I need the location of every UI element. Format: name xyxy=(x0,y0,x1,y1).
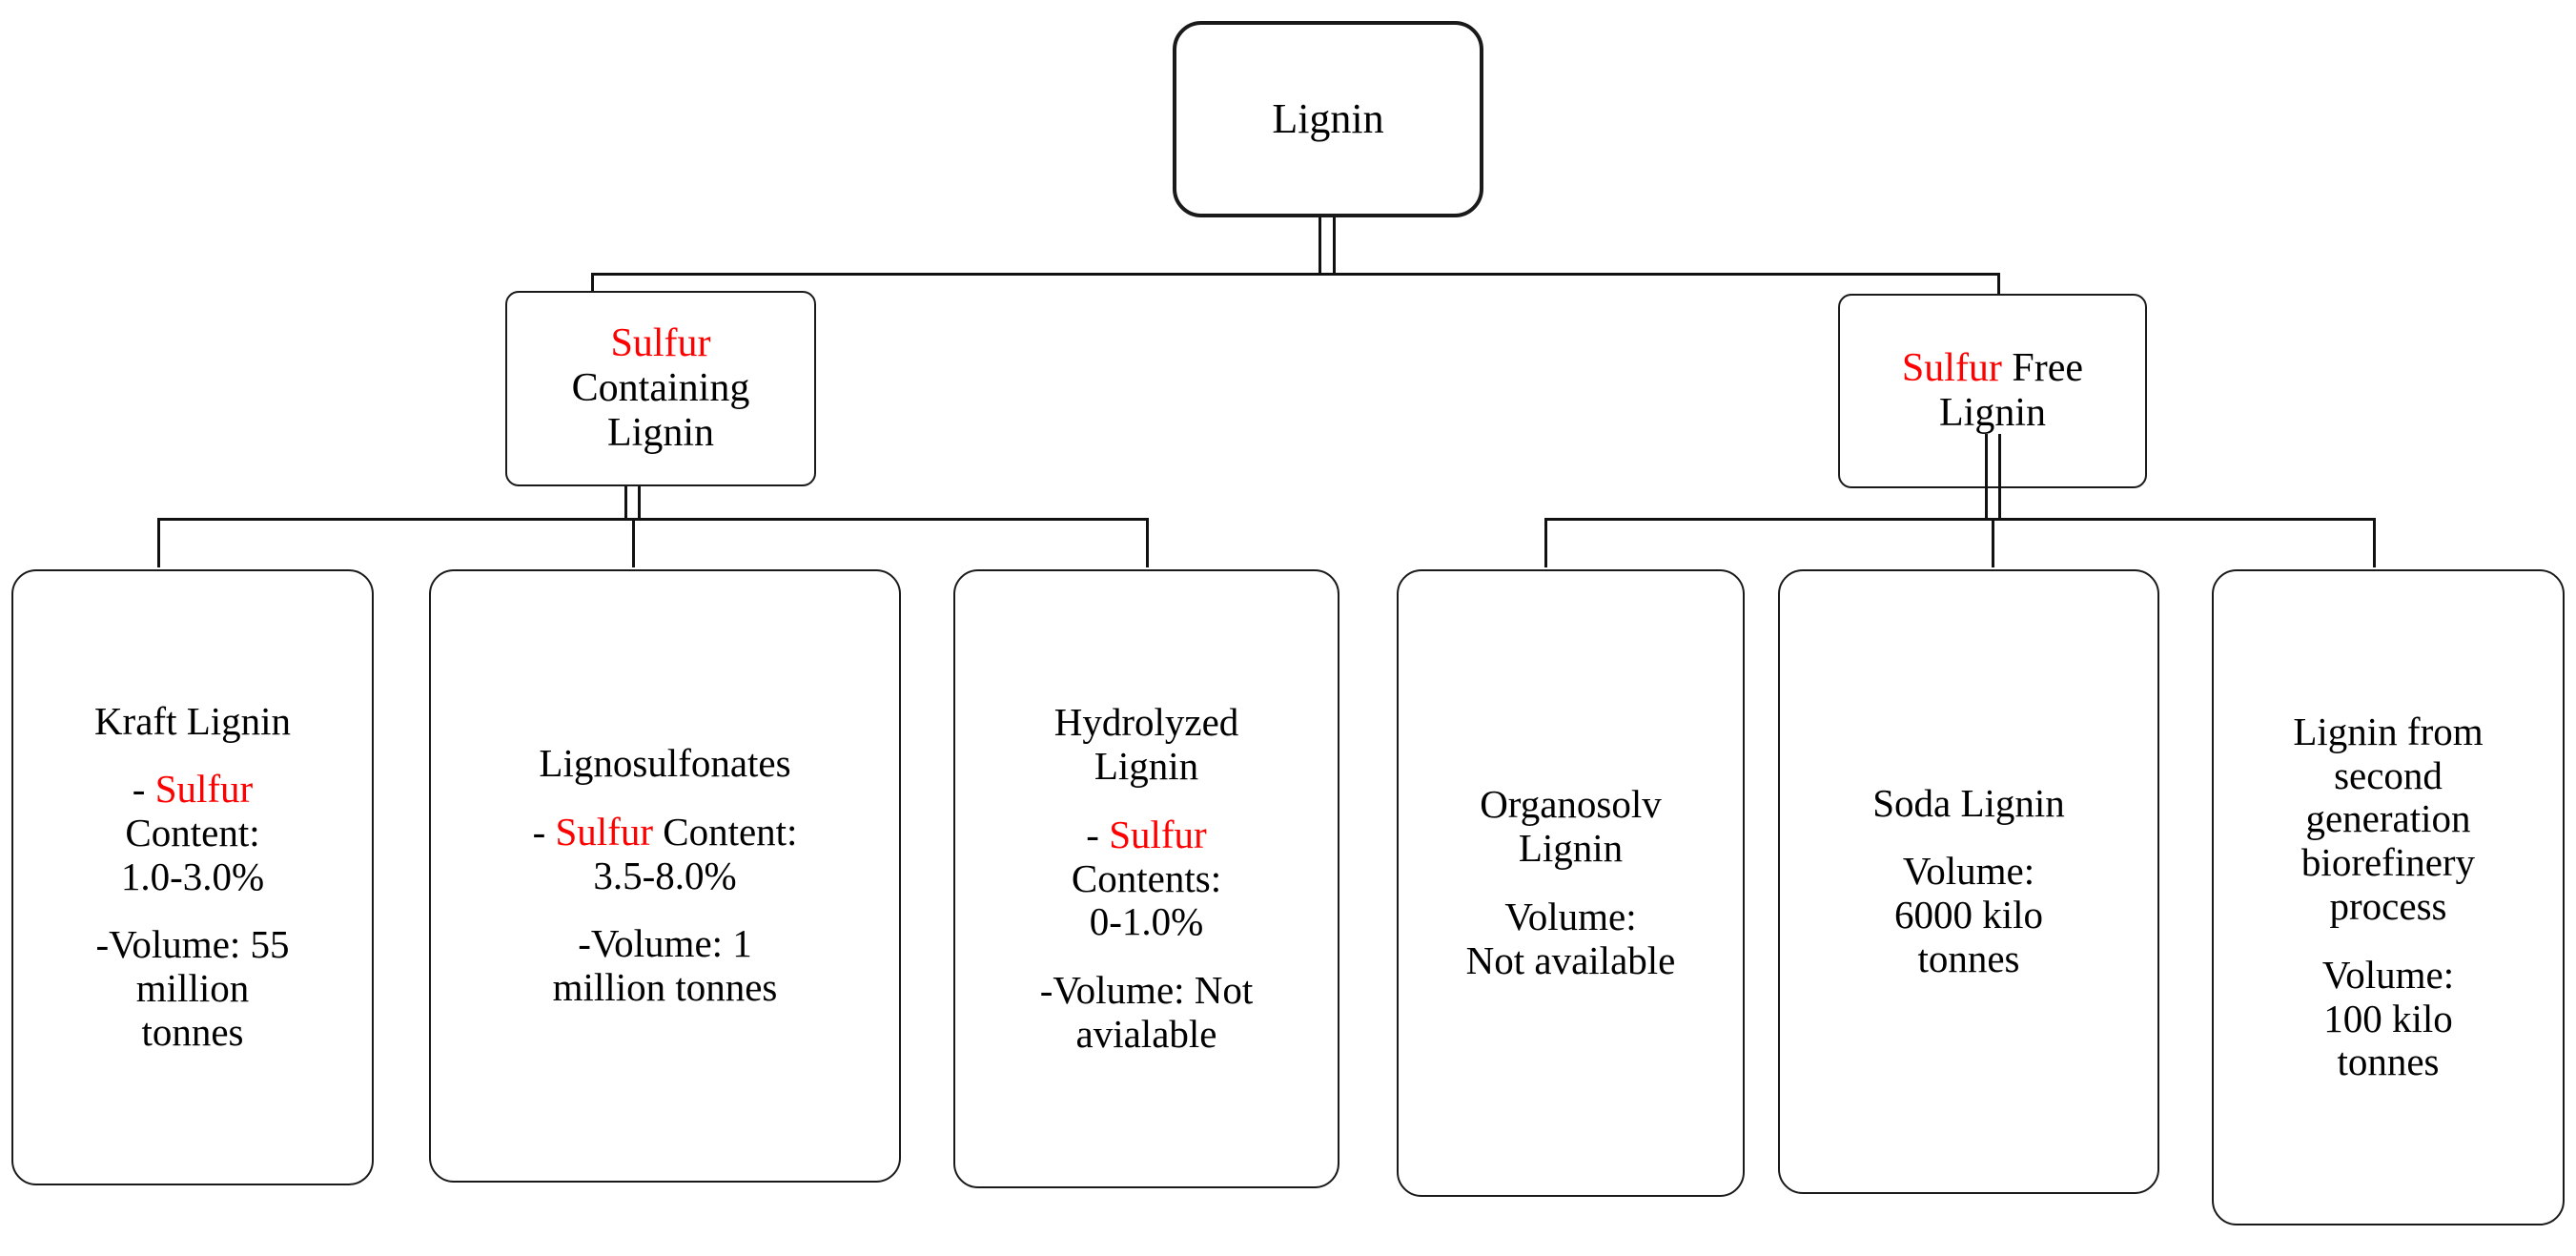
connector-root-drop-right xyxy=(1997,273,2000,294)
node-hydrolyzed-lignin-detail2-line1: -Volume: Not xyxy=(1039,967,1254,1012)
node-sulfur-containing-lignin-line2: Containing xyxy=(571,365,750,410)
node-sulfur-containing-lignin-line3: Lignin xyxy=(607,411,714,456)
node-organosolv-lignin-detail-line2: Not available xyxy=(1465,937,1676,982)
node-hydrolyzed-lignin-detail2-line2: avialable xyxy=(1075,1011,1217,1056)
node-lignosulfonates-detail2-line1: -Volume: 1 xyxy=(578,920,752,965)
node-hydrolyzed-lignin-detail1-line2: Contents: xyxy=(1071,855,1222,900)
sulfur-highlight: Sulfur xyxy=(555,809,653,854)
node-organosolv-lignin-title-line1: Organosolv xyxy=(1480,782,1662,827)
node-hydrolyzed-lignin: Hydrolyzed Lignin - Sulfur Contents: 0-1… xyxy=(953,569,1339,1188)
node-2g-lignin-title-line5: process xyxy=(2329,884,2447,929)
connector-right-drop-1 xyxy=(1544,518,1547,567)
node-2g-lignin-title-line2: second xyxy=(2334,752,2443,797)
dash-prefix: - xyxy=(532,809,556,854)
node-kraft-lignin-detail1-line3: 1.0-3.0% xyxy=(120,854,265,899)
node-organosolv-lignin-title-line2: Lignin xyxy=(1518,826,1624,871)
node-kraft-lignin-detail2-line2: million xyxy=(135,966,250,1011)
node-sulfur-containing-lignin: Sulfur Containing Lignin xyxy=(505,291,816,486)
node-2g-lignin-detail-line1: Volume: xyxy=(2321,952,2455,997)
node-organosolv-lignin-detail-line1: Volume: xyxy=(1504,894,1637,938)
connector-right-branch-stem xyxy=(1985,434,2001,520)
dash-prefix: - xyxy=(132,767,155,812)
node-soda-lignin-detail-line1: Volume: xyxy=(1902,849,2035,894)
connector-root-drop-left-2 xyxy=(591,273,594,294)
node-lignosulfonates-detail1-line1: - Sulfur Content: xyxy=(532,809,798,854)
node-lignosulfonates-detail1-line2: 3.5-8.0% xyxy=(593,853,737,897)
sulfur-highlight: Sulfur xyxy=(154,767,254,812)
node-lignosulfonates-title: Lignosulfonates xyxy=(539,741,791,786)
node-sulfur-free-lignin-line1-rest: Free xyxy=(2001,345,2084,390)
node-sulfur-containing-lignin-line1: Sulfur xyxy=(611,321,711,366)
node-2g-lignin-detail-line2: 100 kilo xyxy=(2323,996,2453,1040)
connector-left-drop-3 xyxy=(1146,518,1149,567)
node-soda-lignin-title: Soda Lignin xyxy=(1872,780,2065,825)
connector-right-drop-3 xyxy=(2373,518,2376,567)
node-hydrolyzed-lignin-detail1-line1: - Sulfur xyxy=(1086,813,1206,857)
node-kraft-lignin-title: Kraft Lignin xyxy=(93,698,292,743)
sulfur-highlight: Sulfur xyxy=(610,320,711,365)
connector-root-hbar xyxy=(591,273,2000,276)
connector-left-drop-2 xyxy=(632,518,635,567)
node-2g-lignin-detail-line3: tonnes xyxy=(2337,1040,2440,1084)
node-kraft-lignin-detail2-line3: tonnes xyxy=(141,1010,244,1055)
node-kraft-lignin: Kraft Lignin - Sulfur Content: 1.0-3.0% … xyxy=(11,569,374,1185)
node-2g-lignin-title-line3: generation xyxy=(2305,796,2471,841)
node-hydrolyzed-lignin-title-line1: Hydrolyzed xyxy=(1053,700,1239,745)
sulfur-highlight: Sulfur xyxy=(1109,812,1207,856)
connector-left-hbar xyxy=(157,518,1149,521)
node-lignosulfonates: Lignosulfonates - Sulfur Content: 3.5-8.… xyxy=(429,569,901,1183)
node-soda-lignin: Soda Lignin Volume: 6000 kilo tonnes xyxy=(1778,569,2159,1194)
node-2g-lignin-title-line1: Lignin from xyxy=(2293,709,2484,753)
sulfur-highlight: Sulfur xyxy=(1901,345,2002,390)
node-lignosulfonates-detail2-line2: million tonnes xyxy=(552,964,778,1009)
node-hydrolyzed-lignin-detail1-line3: 0-1.0% xyxy=(1089,899,1204,944)
node-lignin-root-label: Lignin xyxy=(1272,95,1384,143)
node-kraft-lignin-detail1-line2: Content: xyxy=(125,811,260,855)
connector-right-drop-2 xyxy=(1992,518,1994,567)
node-organosolv-lignin: Organosolv Lignin Volume: Not available xyxy=(1397,569,1745,1197)
node-sulfur-free-lignin-line2: Lignin xyxy=(1939,391,2046,435)
connector-left-branch-stem xyxy=(624,465,641,520)
node-2g-lignin-title-line4: biorefinery xyxy=(2300,840,2476,885)
node-sulfur-free-lignin: Sulfur Free Lignin xyxy=(1838,294,2147,488)
node-second-generation-biorefinery-lignin: Lignin from second generation biorefiner… xyxy=(2212,569,2565,1225)
connector-right-hbar xyxy=(1544,518,2376,521)
node-hydrolyzed-lignin-title-line2: Lignin xyxy=(1094,744,1199,789)
dash-prefix: - xyxy=(1086,812,1110,856)
node-sulfur-free-lignin-line1: Sulfur Free xyxy=(1902,346,2083,391)
node-soda-lignin-detail-line3: tonnes xyxy=(1917,937,2020,981)
connector-root-stem xyxy=(1319,217,1336,275)
connector-left-drop-1 xyxy=(157,518,160,567)
node-lignin-root: Lignin xyxy=(1173,21,1483,217)
node-lignosulfonates-detail1-rest: Content: xyxy=(652,809,798,854)
node-kraft-lignin-detail2-line1: -Volume: 55 xyxy=(95,922,290,967)
node-soda-lignin-detail-line2: 6000 kilo xyxy=(1893,893,2044,937)
node-kraft-lignin-detail1-line1: - Sulfur xyxy=(132,767,254,812)
